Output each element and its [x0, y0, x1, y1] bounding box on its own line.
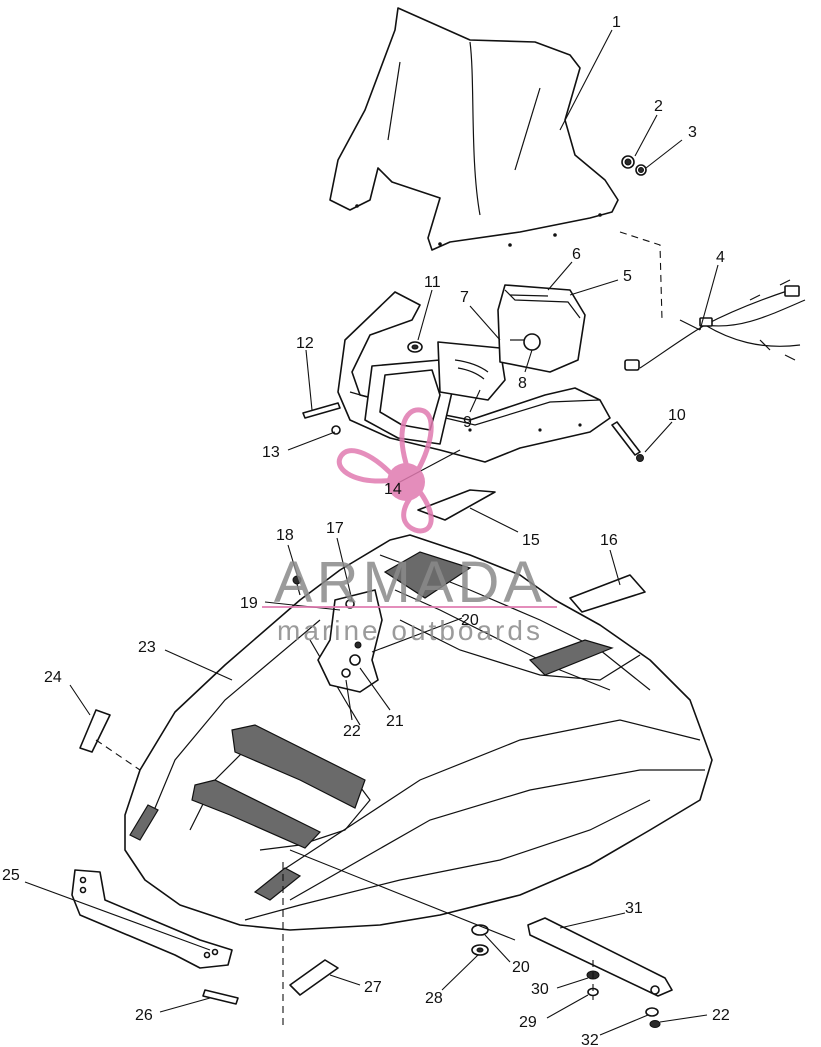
- callout-29: 29: [519, 1014, 537, 1031]
- callout-labels: 1 2 3 4 5 6 7 8 9 10 11 12 13 14 15 16 1…: [2, 14, 730, 1047]
- callout-26: 26: [135, 1007, 153, 1024]
- callout-15: 15: [522, 532, 540, 549]
- callout-20b: 20: [512, 959, 530, 976]
- callout-1: 1: [612, 14, 621, 31]
- grommet-part-lower: [471, 924, 489, 956]
- callout-6: 6: [572, 246, 581, 263]
- callout-27: 27: [364, 979, 382, 996]
- callout-4: 4: [716, 249, 725, 266]
- watermark-tagline: marine outboards: [277, 615, 543, 646]
- callout-7: 7: [460, 289, 469, 306]
- pad-part-27: [289, 959, 339, 996]
- callout-12: 12: [296, 335, 314, 352]
- callout-25: 25: [2, 867, 20, 884]
- callout-30: 30: [531, 981, 549, 998]
- leader-lines: [24, 29, 719, 1036]
- callout-22a: 22: [343, 723, 361, 740]
- armada-watermark: ARMADA marine outboards: [262, 407, 557, 646]
- windshield-nut-part: [635, 164, 647, 176]
- callout-9: 9: [463, 414, 472, 431]
- headlight-lens-part: [437, 341, 506, 401]
- watermark-brand: ARMADA: [274, 550, 546, 615]
- support-bar-part: [527, 917, 673, 997]
- pin-part: [202, 989, 239, 1005]
- hood-part: [124, 534, 713, 931]
- pad-part-16: [569, 574, 646, 613]
- callout-2: 2: [654, 98, 663, 115]
- callout-20a: 20: [461, 612, 479, 629]
- callout-19: 19: [240, 595, 258, 612]
- callout-31: 31: [625, 900, 643, 917]
- callout-24: 24: [44, 669, 62, 686]
- mounting-pad-part: [417, 489, 496, 521]
- callout-3: 3: [688, 124, 697, 141]
- callout-8: 8: [518, 375, 527, 392]
- watermark-rule: [262, 606, 557, 608]
- callout-32: 32: [581, 1032, 599, 1047]
- alignment-line: [619, 231, 663, 321]
- callout-21: 21: [386, 713, 404, 730]
- propeller-logo-icon: [336, 407, 434, 534]
- windshield-part: [329, 7, 619, 251]
- alignment-line: [95, 739, 141, 771]
- pad-part-24: [79, 709, 111, 753]
- bolt-part: [302, 402, 341, 419]
- windshield-screw-part: [621, 155, 635, 169]
- callout-5: 5: [623, 268, 632, 285]
- headlight-housing-part: [497, 284, 586, 373]
- callout-17: 17: [326, 520, 344, 537]
- wiring-harness-part: [624, 279, 806, 371]
- callout-22b: 22: [712, 1007, 730, 1024]
- headlight-bulb-part: [510, 333, 541, 351]
- callout-28: 28: [425, 990, 443, 1007]
- callout-16: 16: [600, 532, 618, 549]
- callout-13: 13: [262, 444, 280, 461]
- latch-bracket-part: [317, 589, 383, 693]
- bolt-part-10: [611, 421, 644, 462]
- callout-11: 11: [424, 274, 441, 291]
- callout-18: 18: [276, 527, 294, 544]
- callout-23: 23: [138, 639, 156, 656]
- grommet-part: [407, 341, 423, 353]
- callout-10: 10: [668, 407, 686, 424]
- callout-14: 14: [384, 481, 402, 498]
